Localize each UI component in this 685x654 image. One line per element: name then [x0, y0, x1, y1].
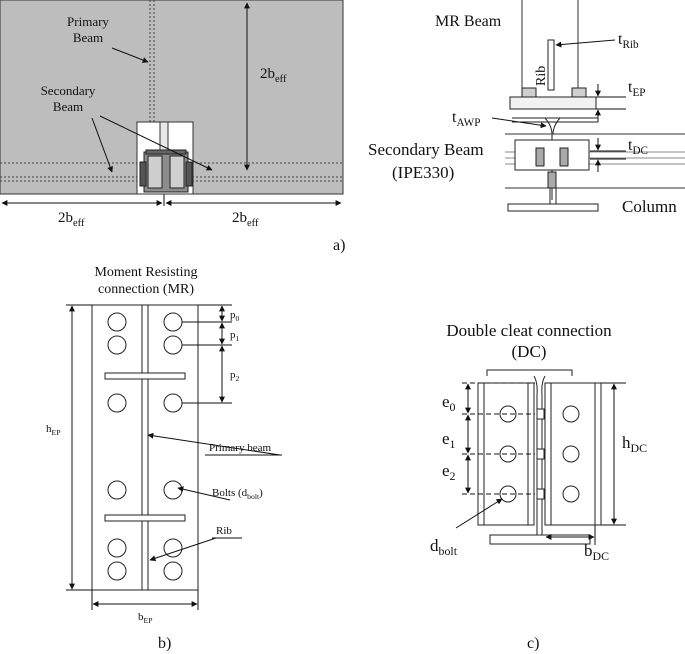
- column-flange: [489, 534, 591, 545]
- bolt: [107, 393, 127, 413]
- leader-primary: [111, 47, 149, 63]
- dc-bolt: [535, 147, 545, 167]
- e2-label: e2: [442, 461, 456, 483]
- bolt-head: [571, 87, 587, 98]
- bolt: [163, 393, 183, 413]
- bolt: [107, 561, 127, 581]
- p0-label: p0: [230, 309, 240, 323]
- bolt: [163, 480, 183, 500]
- panel-c: Double cleat connection(DC): [430, 321, 647, 563]
- dc-bracket: [486, 369, 573, 376]
- panel-a-label: a): [333, 237, 345, 254]
- leader-secondary: [91, 117, 113, 173]
- bolt: [562, 485, 580, 503]
- bolt: [107, 335, 127, 355]
- bolt-row: [145, 149, 187, 155]
- dim-left-label: 2beff: [58, 210, 85, 229]
- bolts-label: Bolts (dbolt): [212, 487, 263, 501]
- end-plate: [509, 96, 597, 110]
- nut: [536, 408, 545, 420]
- bolt: [107, 312, 127, 332]
- mr-beam-label: MR Beam: [435, 13, 502, 30]
- column-flange: [507, 203, 599, 212]
- rib-top: [141, 304, 149, 374]
- p2-label: p2: [230, 369, 240, 383]
- column-flange: [147, 155, 163, 189]
- primary-beam-label: Primary beam: [209, 442, 271, 454]
- panel-b-label: b): [158, 635, 171, 652]
- primary-beam-leader: [147, 432, 281, 456]
- rib-label: Rib: [216, 525, 232, 537]
- cleat: [139, 161, 147, 187]
- bolt: [107, 480, 127, 500]
- bolt: [163, 312, 183, 332]
- rib-label: Rib: [534, 66, 549, 86]
- bolt-group: [107, 312, 183, 581]
- beam-web: [533, 375, 546, 535]
- dc-bolt-group: [499, 405, 580, 503]
- t-ep-label: tEP: [628, 79, 646, 99]
- bolt: [163, 561, 183, 581]
- beam-flange-bottom: [104, 514, 186, 522]
- dim-right-label: 2beff: [232, 210, 259, 229]
- beam-flange-top: [104, 372, 186, 380]
- rib-bottom: [141, 520, 149, 591]
- bolt: [499, 445, 517, 463]
- e1-label: e1: [442, 429, 456, 451]
- t-rib-label: tRib: [618, 31, 639, 51]
- t-rib-leader: [555, 39, 616, 48]
- dim-vertical-label: 2beff: [260, 66, 287, 85]
- p1-label: p1: [230, 329, 240, 343]
- bolt: [499, 405, 517, 423]
- column-flange: [169, 155, 185, 189]
- rib: [547, 39, 555, 91]
- column-label: Column: [622, 197, 677, 216]
- b-ep-label: bEP: [138, 611, 152, 625]
- bolt: [163, 335, 183, 355]
- dc-bolt: [547, 171, 557, 189]
- panel-a-section: MR Beam Rib tRib tEP tAWP: [368, 0, 685, 216]
- bolt: [499, 485, 517, 503]
- b-dc-label: bDC: [584, 541, 609, 563]
- bolt-head: [521, 87, 537, 98]
- panel-c-label: c): [527, 635, 539, 652]
- rib-leader: [149, 537, 217, 562]
- ipe-label: (IPE330): [392, 163, 454, 182]
- leader-secondary: [99, 115, 213, 171]
- e0-label: e0: [442, 392, 456, 414]
- nut: [536, 488, 545, 500]
- secondary-beam-label: Secondary Beam: [368, 140, 484, 159]
- cleat: [185, 161, 193, 187]
- dc-bolt: [559, 147, 569, 167]
- bolt: [562, 405, 580, 423]
- bolt: [163, 538, 183, 558]
- primary-beam-section: [512, 117, 598, 123]
- d-bolt-label: dbolt: [430, 536, 458, 558]
- bolt: [562, 445, 580, 463]
- nut: [536, 448, 545, 460]
- t-awp-leader: [491, 117, 547, 129]
- bolts-leader: [177, 486, 231, 501]
- d-bolt-leader: [455, 498, 503, 529]
- panel-c-title: Double cleat connection(DC): [446, 321, 612, 361]
- t-awp-label: tAWP: [452, 109, 480, 129]
- double-cleat: [514, 139, 590, 171]
- t-dc-label: tDC: [628, 137, 648, 157]
- h-dc-label: hDC: [622, 433, 647, 455]
- beam-web: [141, 378, 149, 516]
- h-ep-label: hEP: [46, 423, 60, 437]
- bolt: [107, 538, 127, 558]
